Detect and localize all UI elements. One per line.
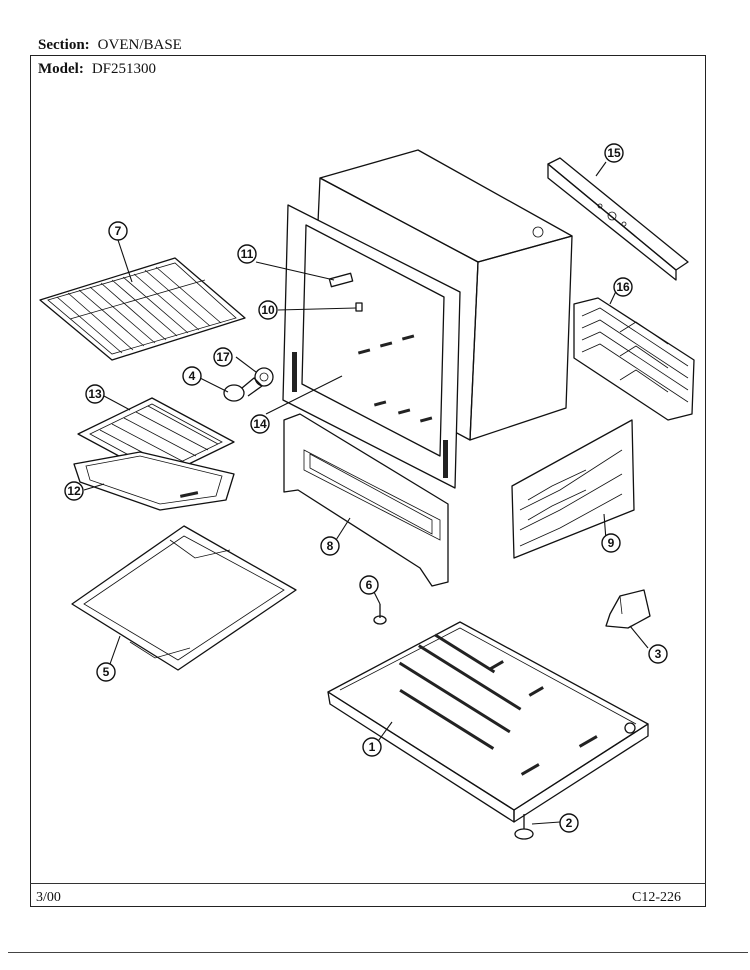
callout-11: 11	[237, 244, 257, 264]
footer-date: 3/00	[36, 890, 61, 905]
svg-text:6: 6	[366, 578, 373, 592]
diagram-frame	[30, 55, 706, 907]
svg-text:17: 17	[216, 350, 230, 364]
svg-text:8: 8	[327, 539, 334, 553]
svg-text:13: 13	[88, 387, 102, 401]
bracket-part	[605, 589, 651, 629]
drawer-tray-part	[71, 525, 297, 671]
model-label: Model:	[38, 61, 84, 77]
callout-12: 12	[64, 481, 84, 501]
svg-text:9: 9	[608, 536, 615, 550]
callout-4: 4	[182, 366, 202, 386]
svg-text:14: 14	[253, 417, 267, 431]
kick-panel-part	[283, 413, 449, 587]
svg-text:11: 11	[241, 247, 254, 261]
svg-text:10: 10	[261, 303, 275, 317]
svg-text:1: 1	[369, 740, 376, 754]
svg-text:12: 12	[67, 484, 81, 498]
leveling-leg-part	[514, 814, 534, 840]
oven-rack-part	[39, 257, 246, 361]
callout-5: 5	[96, 662, 116, 682]
model-line: Model: DF251300	[38, 60, 156, 78]
callout-13: 13	[85, 384, 105, 404]
section-value: OVEN/BASE	[97, 37, 182, 53]
svg-text:3: 3	[655, 647, 662, 661]
callout-8: 8	[320, 536, 340, 556]
svg-text:5: 5	[103, 665, 110, 679]
screw-part	[373, 604, 387, 625]
callout-3: 3	[648, 644, 668, 664]
callout-1: 1	[362, 737, 382, 757]
rear-top-panel-part	[547, 157, 689, 281]
svg-text:2: 2	[566, 816, 573, 830]
svg-text:16: 16	[616, 280, 630, 294]
svg-text:4: 4	[189, 369, 196, 383]
callout-6: 6	[359, 575, 379, 595]
svg-text:7: 7	[115, 224, 122, 238]
side-panel-part	[511, 419, 635, 559]
callout-14: 14	[250, 414, 270, 434]
callout-7: 7	[108, 221, 128, 241]
model-value: DF251300	[91, 61, 157, 77]
callout-2: 2	[559, 813, 579, 833]
footer-divider	[30, 883, 706, 884]
callout-9: 9	[601, 533, 621, 553]
callout-10: 10	[258, 300, 278, 320]
base-part	[327, 621, 649, 823]
oven-cavity-part	[282, 149, 573, 489]
callout-17: 17	[213, 347, 233, 367]
bottom-divider	[8, 952, 748, 953]
broiler-pan-part	[73, 451, 235, 511]
oven-light-part	[223, 367, 274, 402]
section-label: Section:	[38, 37, 90, 53]
callout-15: 15	[604, 143, 624, 163]
side-shield-part	[573, 297, 695, 421]
section-line: Section: OVEN/BASE	[38, 36, 182, 54]
footer-page-code: C12-226	[632, 890, 681, 905]
callout-16: 16	[613, 277, 633, 297]
svg-text:15: 15	[607, 146, 621, 160]
broiler-grid-part	[77, 397, 235, 479]
